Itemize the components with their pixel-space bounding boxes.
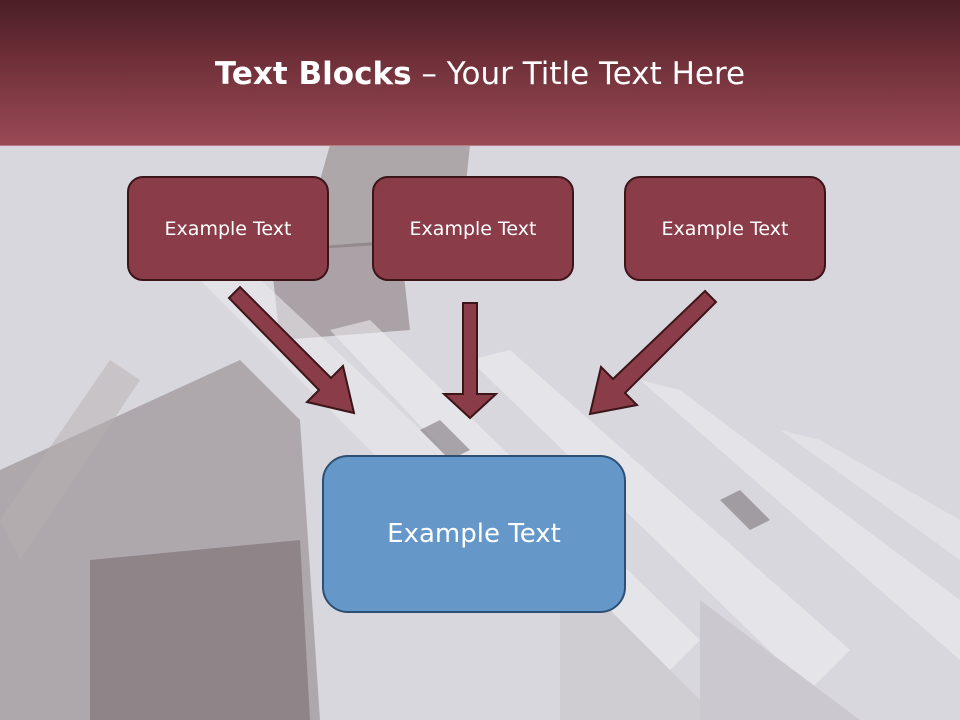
text-block-2[interactable]: Example Text bbox=[372, 176, 574, 281]
main-text-block-label: Example Text bbox=[387, 519, 561, 549]
title-rest-text: – Your Title Text Here bbox=[411, 56, 746, 92]
title-header-bar bbox=[0, 0, 960, 146]
arrow-right-icon bbox=[588, 289, 718, 416]
slide-title: Text Blocks – Your Title Text Here bbox=[0, 52, 960, 96]
main-text-block[interactable]: Example Text bbox=[322, 455, 626, 613]
arrow-left-icon bbox=[227, 285, 356, 415]
title-bold-text: Text Blocks bbox=[214, 56, 412, 92]
text-block-1-label: Example Text bbox=[164, 217, 292, 240]
text-block-3-label: Example Text bbox=[661, 217, 789, 240]
arrow-down-icon bbox=[441, 302, 499, 420]
text-block-3[interactable]: Example Text bbox=[624, 176, 826, 281]
text-block-1[interactable]: Example Text bbox=[127, 176, 329, 281]
text-block-2-label: Example Text bbox=[409, 217, 537, 240]
